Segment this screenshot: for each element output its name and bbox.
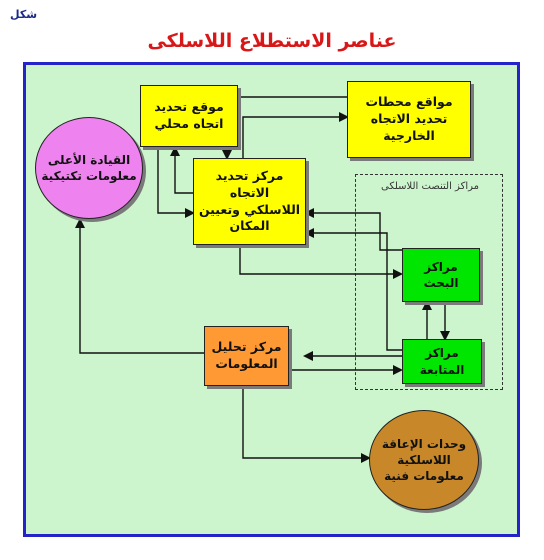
- search-centers-box: مراكز البحث: [402, 248, 480, 302]
- local-df-site-box: موقع تحديد اتجاه محلي: [140, 85, 238, 147]
- listening-centers-label: مراكز التنصت اللاسلكى: [381, 181, 479, 192]
- df-center-box: مركز تحديد الاتجاه اللاسلكي وتعيين المكا…: [193, 158, 306, 245]
- arrow-external-to-dfcenter: [222, 96, 347, 160]
- arrow-dfcenter-to-search: [239, 245, 403, 279]
- corner-label: شكل: [10, 8, 38, 21]
- external-df-stations-box: مواقع محطات تحديد الاتجاه الخارجية: [347, 81, 471, 158]
- arrow-local-to-dfcenter: [157, 148, 195, 218]
- arrow-dfcenter-to-local: [170, 146, 193, 194]
- arrow-analysis-to-command: [75, 218, 204, 354]
- info-analysis-center-box: مركز تحليل المعلومات: [204, 326, 289, 386]
- diagram-title: عناصر الاستطلاع اللاسلكى: [147, 30, 397, 52]
- arrow-analysis-to-jamming: [242, 386, 371, 463]
- tracking-centers-box: مراكز المتابعة: [402, 339, 482, 384]
- arrow-search-to-dfcenter: [304, 208, 402, 251]
- arrow-dfcenter-to-external: [242, 112, 349, 158]
- listening-centers-group: [355, 174, 503, 390]
- arrow-tracking-to-dfcenter: [304, 228, 402, 351]
- jamming-units-circle: وحدات الإعاقة اللاسلكية معلومات فنية: [369, 410, 479, 510]
- high-command-circle: القيادة الأعلى معلومات تكتيكية: [35, 117, 143, 219]
